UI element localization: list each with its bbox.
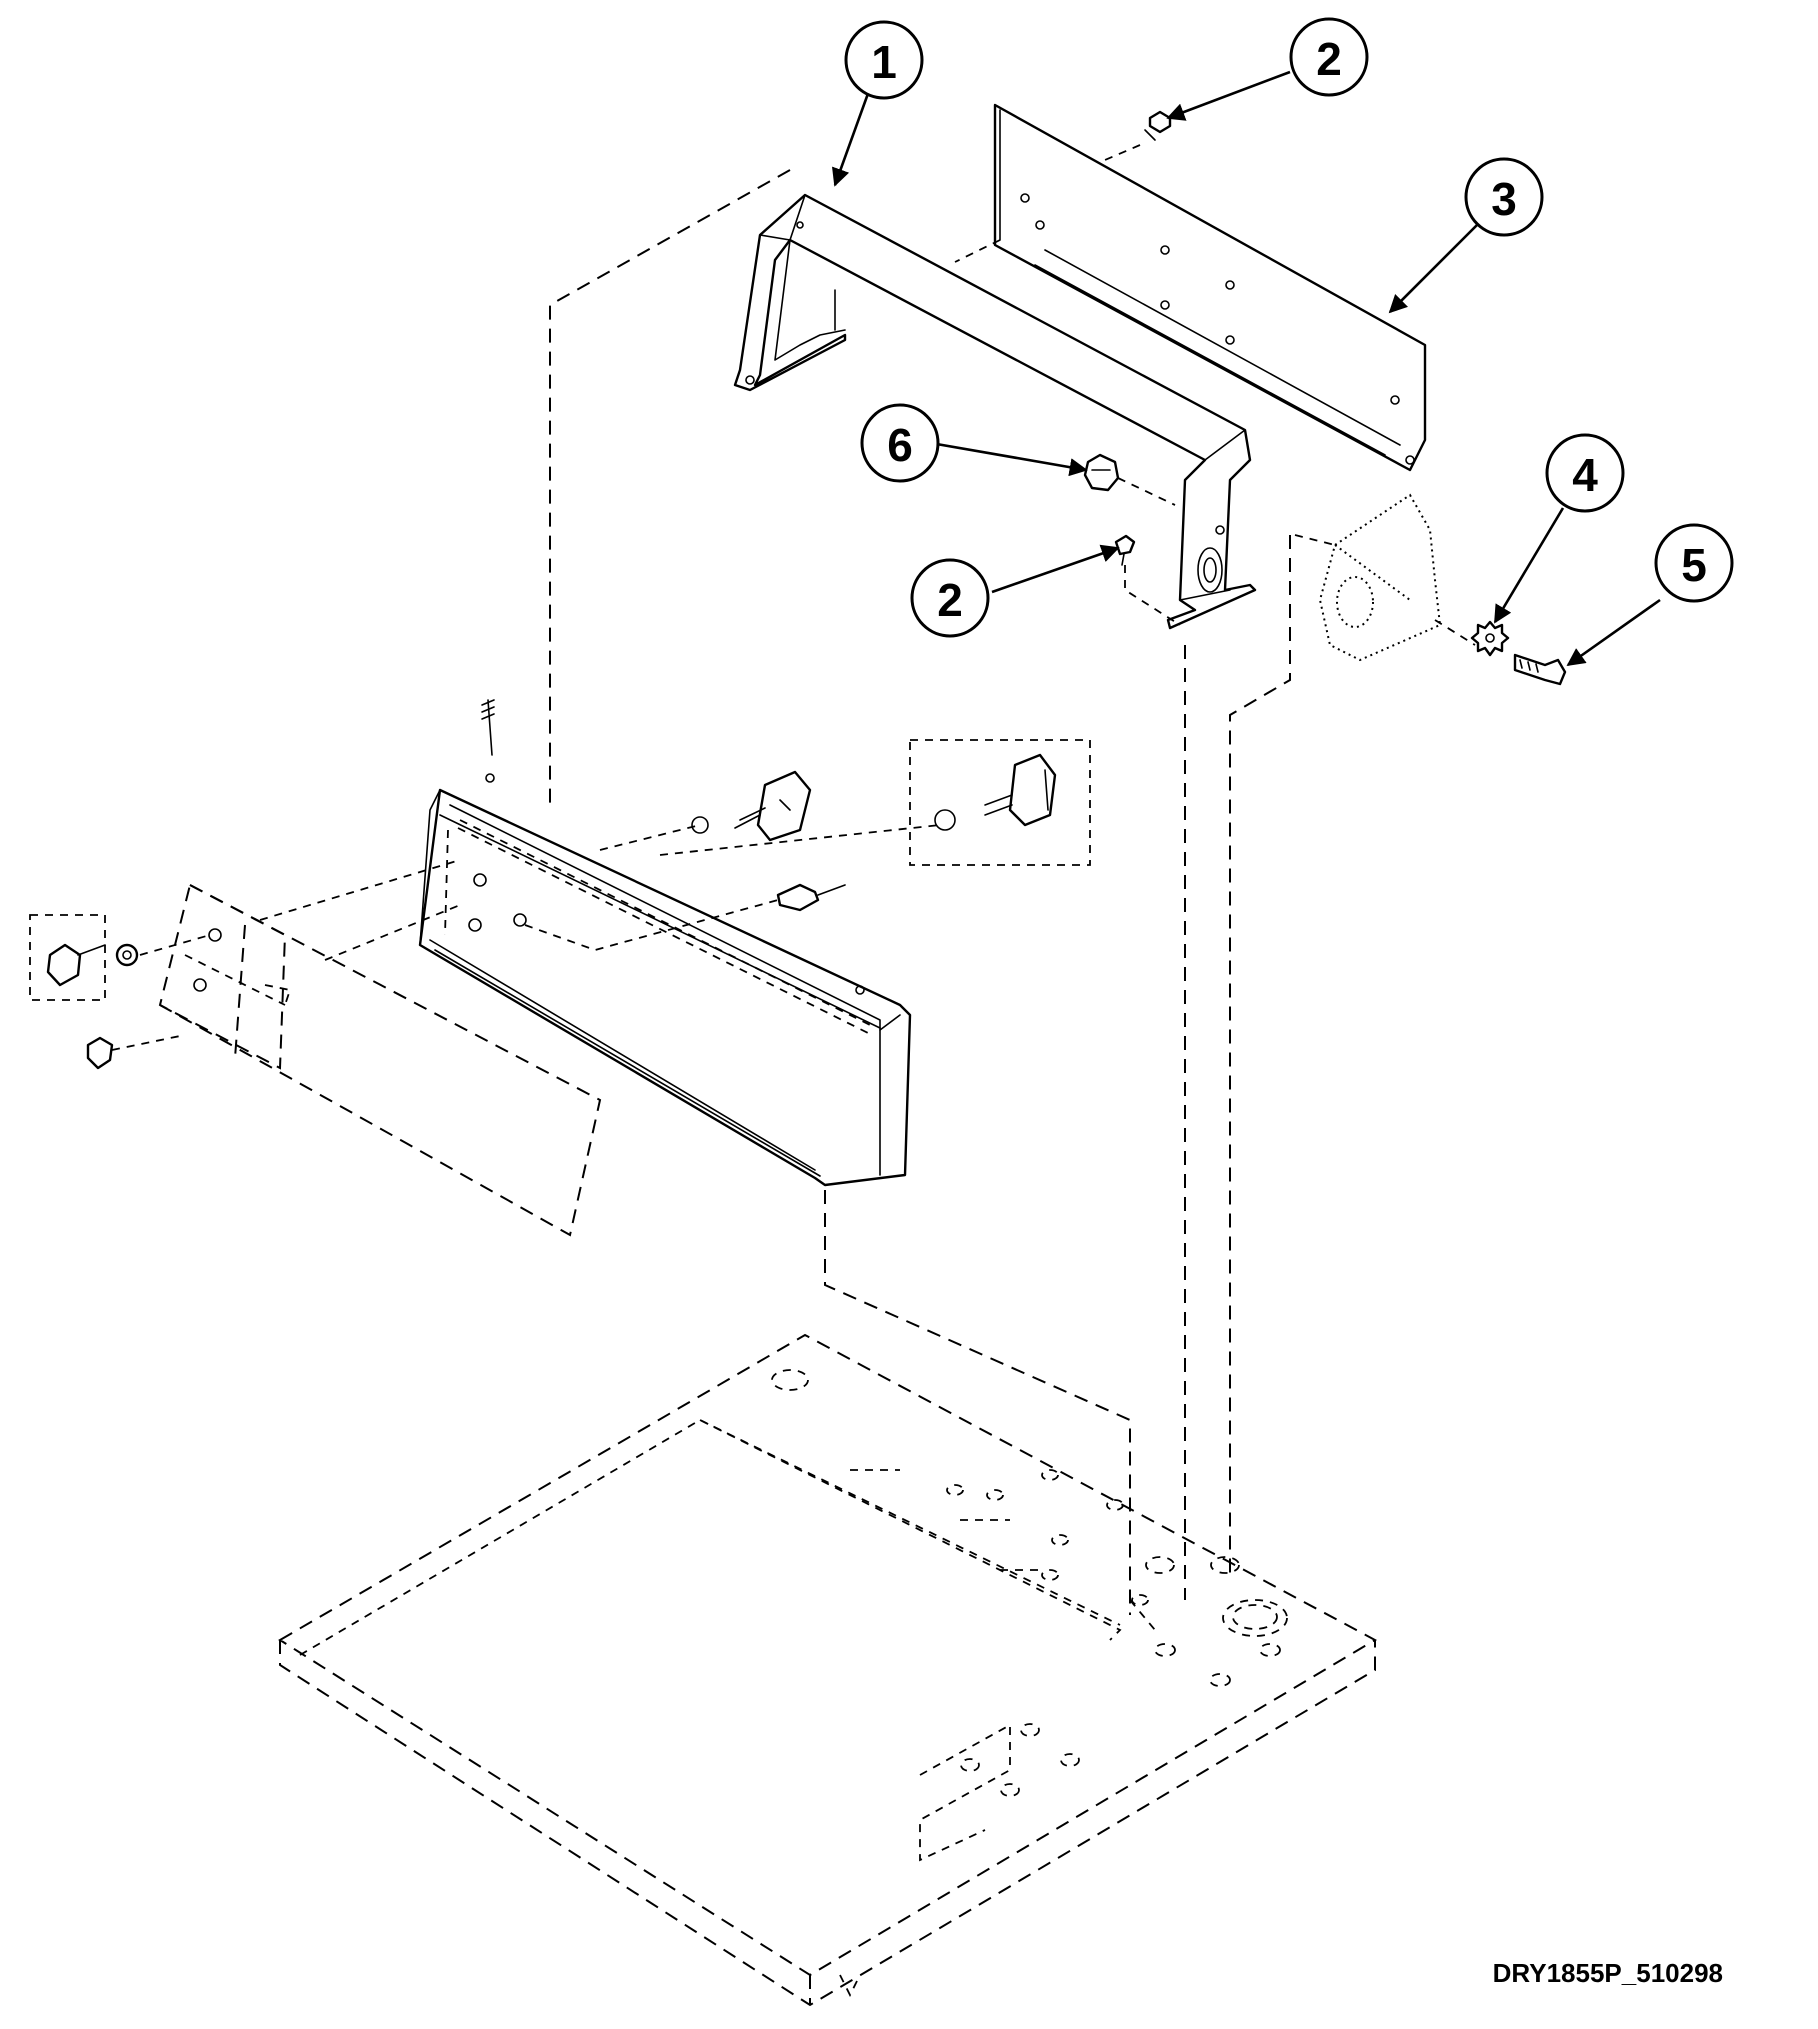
callout-5-label: 5 [1681, 539, 1707, 591]
bolt [1513, 653, 1567, 686]
blower-housing-outline [1294, 493, 1476, 662]
nut-fastener [1083, 453, 1120, 492]
control-panel [418, 699, 912, 1187]
callout-1: 1 [844, 20, 924, 100]
callout-5: 5 [1654, 523, 1734, 603]
callout-6: 6 [860, 403, 940, 483]
leader-lines [831, 70, 1661, 667]
callout-4: 4 [1545, 433, 1625, 513]
star-washer [1470, 620, 1510, 657]
callout-2-bottom-label: 2 [937, 574, 963, 626]
knob-washer [115, 943, 139, 967]
callout-2-top: 2 [1289, 17, 1369, 97]
switch-inset [909, 739, 1091, 866]
alignment-guides [549, 169, 1291, 1631]
callout-6-label: 6 [887, 419, 913, 471]
console-frame [733, 193, 1257, 630]
callout-4-label: 4 [1572, 449, 1598, 501]
console-graphics-panel [158, 883, 602, 1237]
drawing-reference-code: DRY1855P_510298 [1492, 1958, 1723, 1988]
callout-2-top-label: 2 [1316, 33, 1342, 85]
callout-2-bottom: 2 [910, 558, 990, 638]
callout-3: 3 [1464, 157, 1544, 237]
cabinet-top-outline [278, 1333, 1378, 2007]
knob-lower [86, 1034, 186, 1070]
switch-center [691, 770, 812, 842]
screw-upper [1144, 110, 1172, 141]
callout-3-label: 3 [1491, 173, 1517, 225]
screw-lower [1114, 534, 1136, 566]
sensor-probe [776, 883, 846, 912]
rear-panel [993, 103, 1427, 472]
callout-1-label: 1 [871, 36, 897, 88]
knob-inset [29, 914, 106, 1001]
